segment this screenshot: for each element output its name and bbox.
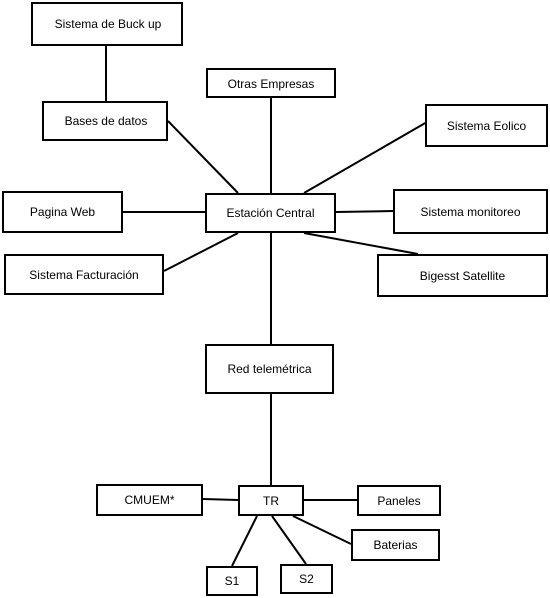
connector-cmuem-tr (202, 498, 239, 501)
node-label: TR (263, 493, 279, 508)
node-label: Sistema Eolico (446, 118, 527, 133)
node-pagina-web: Pagina Web (2, 191, 123, 233)
node-label: CMUEM* (124, 493, 175, 507)
connector-tr-s1 (231, 515, 258, 567)
connector-bases-estacion (167, 120, 239, 194)
node-label: Baterias (373, 538, 418, 552)
connector-estacion-monitoreo (335, 210, 394, 213)
connector-factura-estacion (163, 232, 239, 272)
node-baterias: Baterias (351, 529, 440, 561)
connector-eolico-estacion (303, 121, 428, 194)
node-label: Estación Central (226, 206, 315, 220)
node-bases-de-datos: Bases de datos (42, 101, 168, 141)
node-label: Sistema monitoreo (420, 204, 521, 219)
node-label: Pagina Web (29, 205, 96, 219)
node-label: S1 (224, 574, 240, 588)
node-sistema-facturacion: Sistema Facturación (4, 254, 164, 295)
node-s1: S1 (206, 566, 258, 596)
node-tr: TR (238, 485, 304, 516)
node-paneles: Paneles (357, 485, 441, 516)
node-label: Bases de datos (64, 114, 148, 128)
node-sistema-backup: Sistema de Buck up (31, 2, 183, 46)
connector-tr-s2 (271, 515, 307, 565)
node-otras-empresas: Otras Empresas (206, 68, 336, 98)
node-label: Sistema Facturación (29, 267, 139, 282)
node-label: Red telemétrica (227, 362, 312, 376)
node-s2: S2 (280, 564, 333, 594)
node-label: Sistema de Buck up (54, 17, 162, 31)
node-red-telemetrica: Red telemétrica (205, 344, 334, 394)
node-estacion-central: Estación Central (205, 193, 336, 233)
connector-estacion-bigesst (303, 232, 419, 255)
node-sistema-eolico: Sistema Eolico (425, 104, 548, 147)
node-label: Paneles (377, 493, 421, 508)
connector-tr-baterias (292, 515, 352, 545)
node-label: Otras Empresas (227, 77, 315, 91)
node-label: Bigesst Satellite (419, 268, 506, 283)
node-sistema-monitoreo: Sistema monitoreo (393, 189, 548, 234)
node-cmuem: CMUEM* (96, 484, 203, 516)
node-bigesst-satellite: Bigesst Satellite (377, 254, 548, 297)
node-label: S2 (299, 572, 314, 586)
